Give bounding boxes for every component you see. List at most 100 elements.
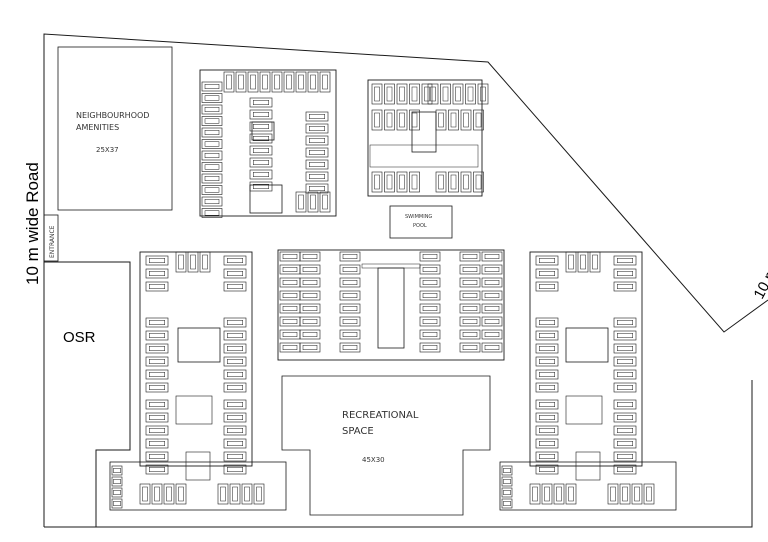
parking-stall <box>299 264 321 275</box>
pool-label-1: SWIMMING <box>405 214 432 220</box>
parking-stall <box>481 290 503 301</box>
rec-label-1: RECREATIONAL <box>342 410 419 421</box>
car-outline <box>484 254 500 259</box>
parking-stall <box>249 109 273 120</box>
car-outline <box>204 141 220 147</box>
car-outline <box>539 258 555 263</box>
car-outline <box>282 319 298 324</box>
parking-stall <box>619 483 631 505</box>
parking-stall <box>201 208 223 218</box>
car-outline <box>227 385 243 390</box>
parking-stall <box>501 465 513 476</box>
car-outline <box>374 174 380 190</box>
parking-stall <box>613 438 637 449</box>
parking-stall <box>305 183 329 194</box>
parking-stall <box>613 464 637 475</box>
stair-core <box>377 267 405 349</box>
parking-stall <box>396 109 408 131</box>
parking-stall <box>459 251 481 262</box>
car-outline <box>539 467 555 472</box>
parking-stall <box>481 303 503 314</box>
car-outline <box>282 345 298 350</box>
car-outline <box>227 372 243 377</box>
car-outline <box>309 150 325 155</box>
parking-stall <box>535 317 559 328</box>
car-outline <box>302 267 318 272</box>
car-outline <box>256 486 262 502</box>
parking-stall <box>259 71 271 93</box>
parking-stall <box>613 412 637 423</box>
parking-stall <box>223 343 247 354</box>
parking-stall <box>145 438 169 449</box>
car-outline <box>411 174 418 190</box>
car-outline <box>532 486 538 502</box>
parking-stall <box>223 464 247 475</box>
parking-stall <box>339 303 361 314</box>
parking-stall <box>459 342 481 353</box>
parking-stall <box>613 255 637 266</box>
car-outline <box>484 319 500 324</box>
parking-stall <box>460 171 472 193</box>
car-outline <box>202 254 208 270</box>
stair-core <box>565 327 609 363</box>
parking-stall <box>201 93 223 103</box>
parking-stall <box>452 83 464 105</box>
car-outline <box>539 402 555 407</box>
car-outline <box>310 194 316 210</box>
podium-east <box>499 461 677 511</box>
car-outline <box>149 359 165 364</box>
car-outline <box>475 174 482 190</box>
road-left-label: 10 m wide Road <box>23 162 42 285</box>
stair-core <box>411 111 437 153</box>
car-outline <box>309 138 325 143</box>
parking-stall <box>163 483 175 505</box>
car-outline <box>342 306 358 311</box>
parking-stall <box>565 251 577 273</box>
rec-size: 45X30 <box>362 456 385 464</box>
car-outline <box>342 254 358 259</box>
parking-stall <box>201 185 223 195</box>
car-outline <box>422 306 438 311</box>
parking-stall <box>299 316 321 327</box>
parking-stall <box>249 157 273 168</box>
parking-stall <box>201 81 223 92</box>
car-outline <box>430 86 436 102</box>
site-boundary <box>43 33 768 527</box>
car-outline <box>227 271 243 276</box>
parking-stall <box>459 277 481 288</box>
car-outline <box>463 112 469 128</box>
car-outline <box>253 124 269 129</box>
parking-stall <box>187 251 199 273</box>
stair-core <box>177 327 221 363</box>
car-outline <box>467 86 474 102</box>
parking-stall <box>473 109 484 131</box>
car-outline <box>484 332 500 337</box>
parking-stall <box>371 109 383 131</box>
car-outline <box>480 86 486 102</box>
car-outline <box>374 112 380 128</box>
parking-stall <box>613 399 637 410</box>
car-outline <box>253 112 269 117</box>
car-outline <box>113 490 121 495</box>
parking-stall <box>229 483 241 505</box>
stair-core <box>251 121 275 141</box>
car-outline <box>342 345 358 350</box>
parking-stall <box>384 171 395 193</box>
car-outline <box>462 293 478 298</box>
parking-stall <box>384 109 395 131</box>
car-outline <box>442 86 449 102</box>
car-outline <box>226 74 232 90</box>
car-outline <box>232 486 238 502</box>
parking-stall <box>319 191 331 213</box>
car-outline <box>302 306 318 311</box>
parking-stall <box>175 251 187 273</box>
parking-stall <box>223 268 247 279</box>
car-outline <box>204 107 220 112</box>
car-outline <box>617 385 633 390</box>
entrance-marker <box>43 214 59 262</box>
lift-core <box>565 395 603 425</box>
car-outline <box>204 199 220 204</box>
car-outline <box>220 486 226 502</box>
rec-label-2: SPACE <box>342 426 374 437</box>
